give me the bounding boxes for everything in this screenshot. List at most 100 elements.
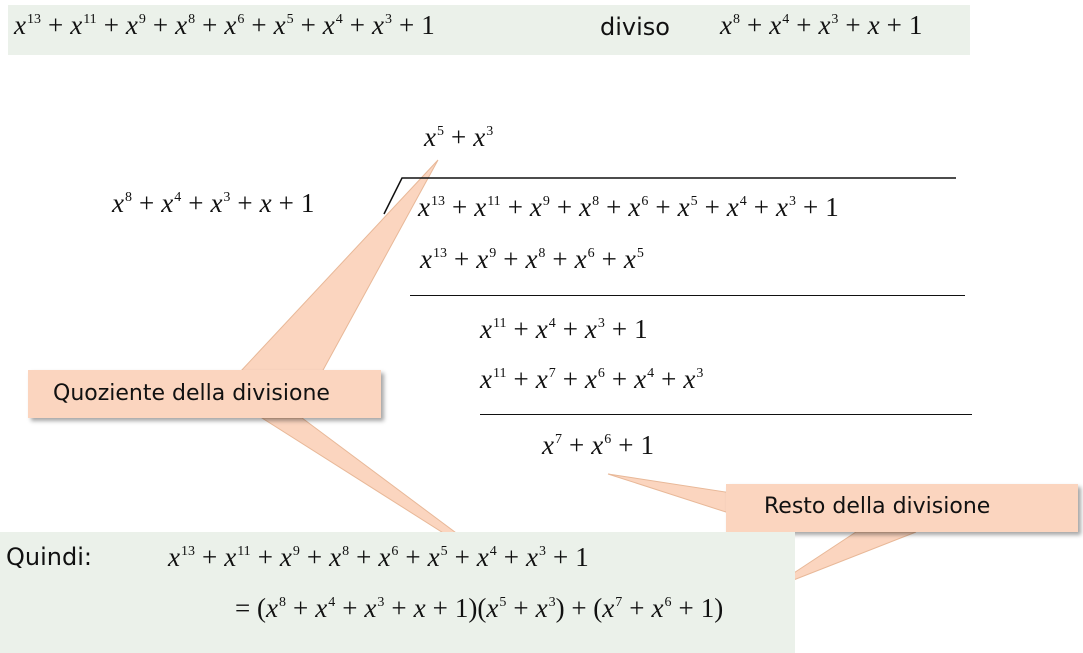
plus-operator: + [513,364,529,394]
polynomial-term: x3 [584,314,605,344]
polynomial-term: x5 [677,192,698,222]
plus-operator: + [606,192,622,222]
polynomial-term: x4 [161,188,182,218]
polynomial-term: x11 [224,542,251,572]
polynomial-term: x4 [535,314,556,344]
remainder-pointer-left [607,473,733,515]
paren-open-c: ( [593,593,603,623]
plus-operator: + [237,188,253,218]
factor-quotient: x5+x3 [486,593,555,623]
plus-operator: + [611,314,628,344]
polynomial-term: x9 [529,192,550,222]
plus-operator: + [562,364,578,394]
polynomial-term: x9 [279,542,300,572]
plus-operator: + [47,10,64,40]
first-subtraction-line [410,295,965,296]
plus-operator: + [568,430,585,460]
plus-operator: + [188,188,204,218]
plus-operator: + [251,10,267,40]
plus-operator: + [103,10,119,40]
plus-operator: + [399,10,415,40]
polynomial-term: x13 [418,192,445,222]
polynomial-term: x4 [476,542,497,572]
paren-close-c: ) [714,593,724,623]
plus-operator: + [453,244,470,274]
paren-close-b: ) [555,593,565,623]
equals-sign: = [235,593,251,623]
polynomial-term: x8 [579,192,600,222]
plus-operator: + [202,10,218,40]
plus-operator: + [356,542,372,572]
conclusion-band [0,532,795,653]
plus-operator: + [556,192,573,222]
divisor-polynomial: x8+x4+x3+x+1 [720,10,922,41]
plus-operator: + [753,192,770,222]
polynomial-term: x13 [168,542,195,572]
problem-statement-band [8,5,970,55]
plus-operator: + [450,122,467,152]
polynomial-term: x6 [224,10,245,40]
plus-operator: + [796,10,812,40]
plus-operator: + [507,192,523,222]
polynomial-term: x8 [175,10,196,40]
polynomial-term: x7 [602,593,623,623]
polynomial-term: x7 [535,364,556,394]
paren-close-a: ) [468,593,478,623]
polynomial-term: x4 [315,593,336,623]
polynomial-term: x5 [424,122,444,152]
plus-operator: + [655,192,671,222]
polynomial-term: 1 [575,542,589,572]
quotient-callout-label: Quoziente della divisione [53,381,330,406]
plus-operator: + [803,192,819,222]
plus-operator: + [513,314,529,344]
plus-operator: + [306,542,323,572]
plus-operator: + [451,192,468,222]
remainder-callout: Resto della divisione [726,484,1078,532]
long-division-dividend: x13+x11+x9+x8+x6+x5+x4+x3+1 [418,192,839,223]
conclusion-factorization: = (x8+x4+x3+x+1)(x5+x3) + (x7+x6+1) [235,593,723,624]
plus-operator: + [292,593,309,623]
plus-operator: + [886,10,902,40]
polynomial-term: x11 [70,10,97,40]
paren-open-a: ( [256,593,266,623]
first-subtraction: x13+x9+x8+x6+x5 [420,244,644,275]
plus-operator: + [391,593,407,623]
polynomial-term: x5 [623,244,644,274]
polynomial-term: x11 [474,192,501,222]
polynomial-term: x8 [112,188,132,218]
polynomial-term: x6 [628,192,649,222]
plus-operator: + [405,542,421,572]
plus-operator: + [611,364,628,394]
final-remainder: x7+x6+1 [542,430,654,461]
conclusion-dividend: x13+x11+x9+x8+x6+x5+x4+x3+1 [168,542,589,573]
second-subtraction: x11+x7+x6+x4+x3 [480,364,703,395]
polynomial-term: x3 [683,364,704,394]
polynomial-term: 1 [454,593,469,623]
plus-operator: + [661,364,677,394]
polynomial-term: x9 [125,10,146,40]
plus-operator: + [503,244,519,274]
polynomial-term: 1 [825,192,839,222]
polynomial-term: 1 [700,593,715,623]
polynomial-term: x [867,10,880,40]
polynomial-term: x3 [210,188,231,218]
polynomial-term: x3 [818,10,839,40]
plus-sign: + [571,593,587,623]
polynomial-term: x4 [322,10,343,40]
plus-operator: + [601,244,617,274]
plus-operator: + [845,10,861,40]
polynomial-term: x6 [591,430,612,460]
plus-operator: + [300,10,316,40]
polynomial-term: x4 [634,364,655,394]
polynomial-term: x3 [364,593,385,623]
polynomial-term: x3 [776,192,796,222]
plus-operator: + [432,593,448,623]
plus-operator: + [349,10,366,40]
polynomial-term: x8 [329,542,350,572]
conclusion-label: Quindi: [6,543,92,571]
plus-operator: + [552,244,568,274]
plus-operator: + [152,10,169,40]
plus-operator: + [618,430,634,460]
polynomial-term: x3 [535,593,556,623]
polynomial-term: x8 [525,244,546,274]
